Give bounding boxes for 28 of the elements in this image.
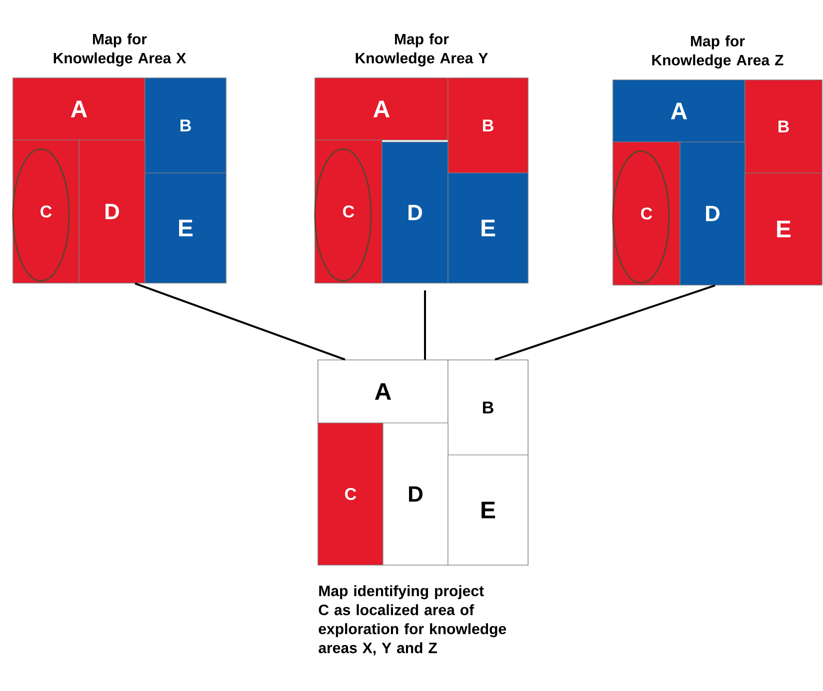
map-cell: E — [744, 172, 822, 286]
map-cell: D — [78, 140, 146, 284]
map-cell: C — [318, 422, 384, 566]
connector-line — [424, 290, 426, 360]
map-cell: D — [382, 422, 448, 566]
map-cell: C — [314, 140, 382, 284]
map-cell: B — [448, 78, 528, 174]
connector-line — [494, 284, 716, 361]
connector-line — [134, 282, 346, 361]
map-cell: D — [680, 142, 746, 286]
node-label: Map for Knowledge Area Y — [356, 33, 488, 66]
map-cell: E — [144, 172, 226, 284]
map-cell: E — [448, 172, 528, 284]
node-label: B — [778, 120, 789, 132]
map-cell: C — [612, 142, 680, 286]
map-cell: A — [12, 78, 146, 140]
node-label: Map for Knowledge Area Z — [652, 35, 784, 68]
map-cell: A — [314, 78, 448, 140]
map-cell: A — [318, 360, 448, 424]
map-cell: A — [612, 80, 746, 142]
map-cell: D — [382, 142, 448, 284]
node-label: Map identifying project C as localized area of exploration for knowledge areas X, Y and Z — [318, 585, 506, 656]
map-cell: B — [448, 360, 528, 456]
map-cell: B — [144, 78, 226, 174]
map-cell: E — [448, 454, 528, 566]
map-cell: C — [12, 140, 80, 284]
node-label: Map for Knowledge Area X — [54, 33, 186, 66]
map-cell: B — [744, 80, 822, 174]
